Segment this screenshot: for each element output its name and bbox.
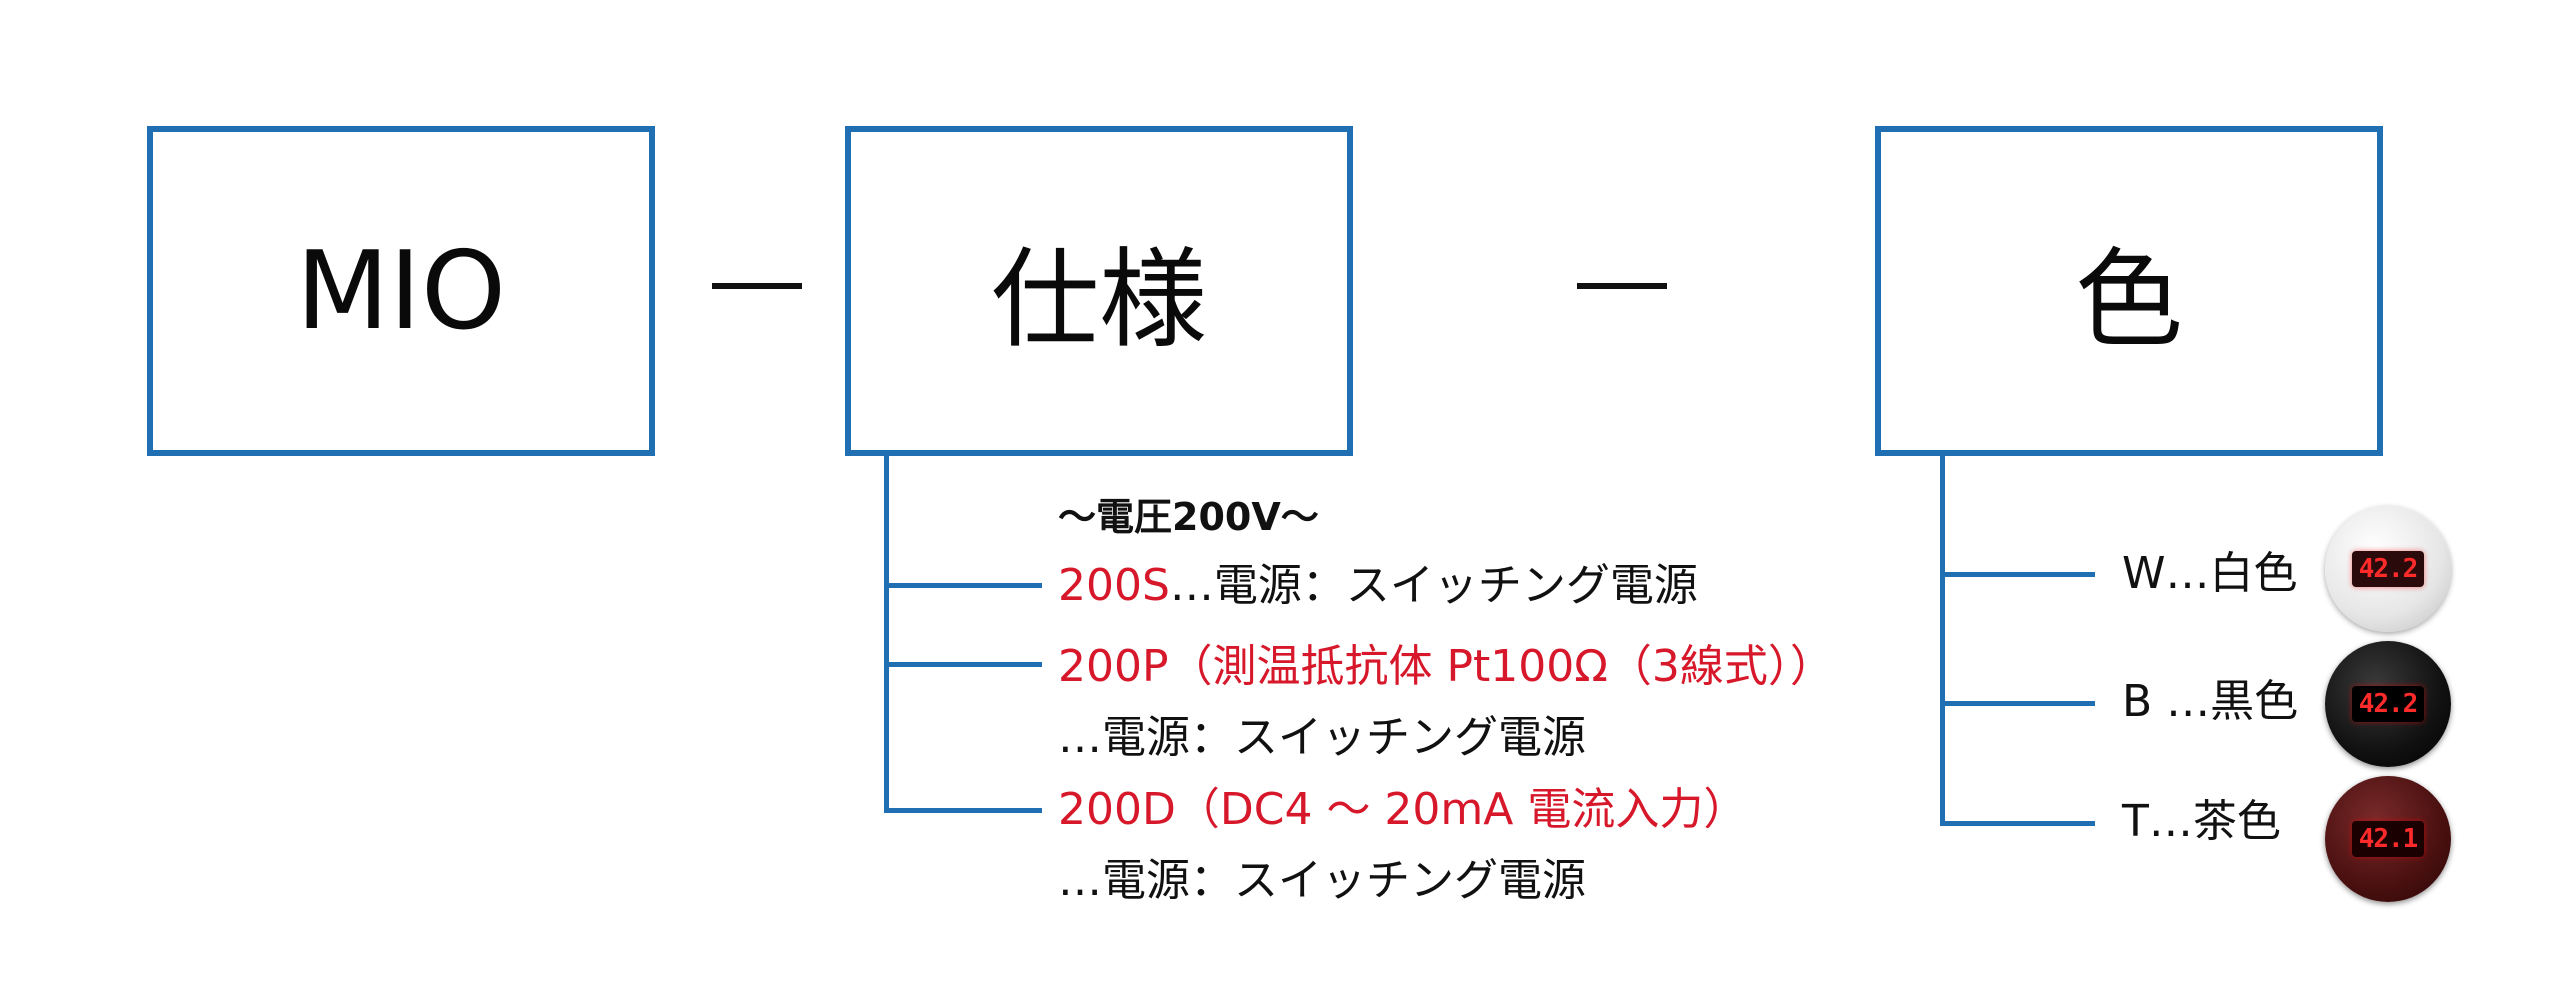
black-meter-display: 42.2 bbox=[2352, 686, 2424, 722]
color-option-black: B …黒色 bbox=[2122, 676, 2299, 727]
brown-meter-display: 42.1 bbox=[2352, 821, 2424, 857]
separator-dash-2 bbox=[1577, 283, 1667, 289]
color-branch-white bbox=[1940, 572, 2095, 577]
spec-branch-200d bbox=[884, 808, 1042, 813]
model-box-mio-label: MIO bbox=[295, 228, 507, 354]
color-tree-trunk bbox=[1940, 456, 1945, 826]
model-box-spec: 仕様 bbox=[845, 126, 1353, 456]
brown-meter-image: 42.1 bbox=[2325, 776, 2451, 902]
color-option-white: W…白色 bbox=[2122, 548, 2298, 599]
spec-desc-200p: …電源：スイッチング電源 bbox=[1058, 712, 1586, 763]
white-meter-image: 42.2 bbox=[2325, 506, 2451, 632]
spec-branch-200p bbox=[884, 662, 1042, 667]
spec-desc-200s: …電源：スイッチング電源 bbox=[1169, 560, 1698, 611]
model-box-mio: MIO bbox=[147, 126, 655, 456]
color-branch-black bbox=[1940, 701, 2095, 706]
spec-desc-200d: …電源：スイッチング電源 bbox=[1058, 855, 1586, 906]
color-option-brown: T…茶色 bbox=[2122, 796, 2281, 847]
voltage-heading: ～電圧200V～ bbox=[1058, 495, 1319, 539]
separator-dash-1 bbox=[712, 283, 802, 289]
spec-option-200s: 200S…電源：スイッチング電源 bbox=[1058, 564, 1698, 608]
color-branch-brown bbox=[1940, 821, 2095, 826]
model-box-color-label: 色 bbox=[2074, 238, 2183, 363]
spec-code-200d: 200D（DC4 ～ 20mA 電流入力） bbox=[1058, 784, 1748, 835]
black-meter-image: 42.2 bbox=[2325, 641, 2451, 767]
model-box-color: 色 bbox=[1875, 126, 2383, 456]
model-box-spec-label: 仕様 bbox=[990, 238, 1207, 363]
white-meter-display: 42.2 bbox=[2352, 551, 2424, 587]
spec-code-200p: 200P（測温抵抗体 Pt100Ω（3線式）） bbox=[1058, 641, 1834, 692]
spec-code-200s: 200S bbox=[1058, 560, 1170, 611]
spec-tree-trunk bbox=[884, 456, 889, 813]
spec-branch-200s bbox=[884, 583, 1042, 588]
